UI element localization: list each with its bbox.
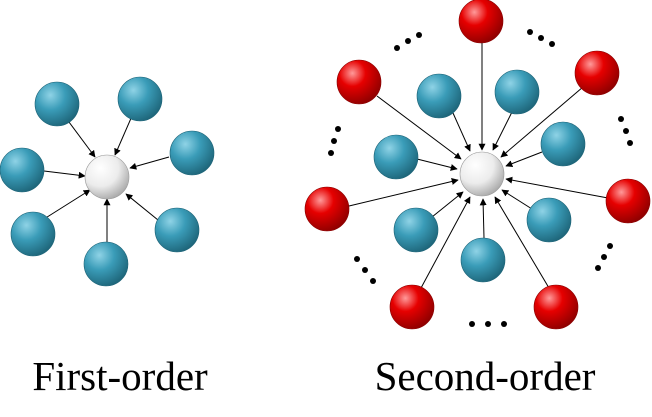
caption-second-order: Second-order [374,353,596,399]
neighbor-node-second-order [574,50,620,96]
neighbor-node-first-order [373,134,419,180]
neighbor-node-first-order [0,147,45,193]
edge [501,189,533,210]
neighbor-node-first-order [526,197,572,243]
edge [43,189,91,220]
edge [505,151,543,167]
edge [420,196,471,289]
edge [129,156,170,170]
ellipsis-bottom [469,321,507,327]
first-order-nodes [0,76,215,287]
ellipsis-bottom-left [354,256,376,284]
neighbor-node-second-order [458,0,504,44]
edge [452,112,471,152]
ellipsis-top-right [527,29,555,47]
first-order-nodes-second-graph [373,69,586,283]
edge [500,86,584,158]
edge [492,109,514,151]
second-order-edges [348,42,609,289]
edge [431,191,464,218]
edge [43,170,86,179]
neighbor-node-first-order [34,81,80,127]
neighbor-node-second-order [389,284,435,330]
edge [376,95,462,160]
edge [65,117,96,158]
ellipsis-markers [328,29,633,327]
neighbor-node-first-order [540,121,586,167]
second-order-graph [304,0,651,330]
center-node [459,151,505,197]
edge [125,193,159,221]
neighbor-node-first-order [83,241,129,287]
first-order-edges [43,115,170,242]
neighbor-node-second-order [605,178,651,224]
caption-first-order: First-order [32,353,208,399]
neighbor-node-first-order [416,73,462,119]
neighbor-node-first-order [460,237,506,283]
neighbor-node-first-order [154,207,200,253]
edge [505,176,609,199]
second-order-nodes [304,0,651,330]
ellipsis-top-left [394,32,422,51]
center-node [84,154,130,200]
edge [114,115,133,156]
first-order-graph [0,76,215,287]
neighbor-node-second-order [336,59,382,105]
edge [479,198,487,239]
neighbor-node-first-order [117,76,163,122]
ellipsis-bottom-right [595,243,613,271]
neighbor-node-first-order [494,69,540,115]
edge [416,158,458,171]
edge [348,178,459,207]
neighbor-node-first-order [10,211,56,257]
neighbor-node-first-order [169,130,215,176]
neighbor-node-second-order [533,284,579,330]
neighbor-node-second-order [304,186,350,232]
edge [494,196,550,289]
neighbor-node-first-order [393,207,439,253]
ellipsis-left [328,126,341,156]
ellipsis-right [618,116,633,146]
